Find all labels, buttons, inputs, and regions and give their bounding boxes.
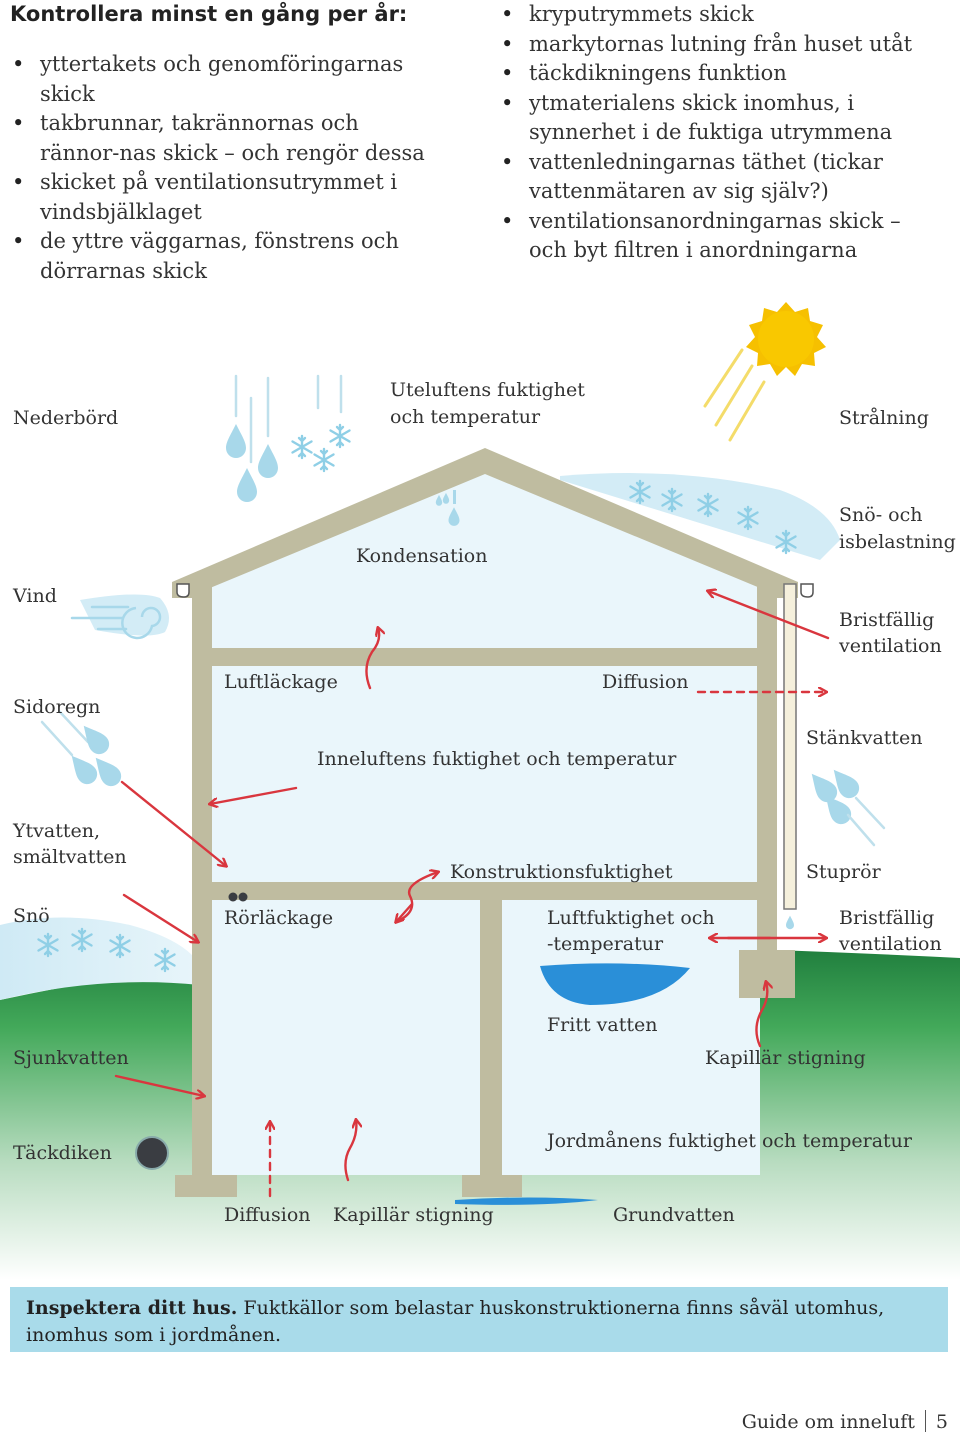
label-ytvatten-2: smältvatten — [13, 846, 127, 868]
label-bristfallig-top-2: ventilation — [838, 635, 942, 657]
caption-text: Fuktkällor som belastar huskonstruktione… — [26, 1297, 885, 1346]
caption: Inspektera ditt hus. Fuktkällor som bela… — [26, 1295, 926, 1349]
side-rain-left — [40, 710, 126, 791]
roof-snow — [560, 473, 840, 560]
label-uteluft-2: och temperatur — [390, 406, 541, 428]
label-sno-is-1: Snö- och — [839, 504, 922, 526]
caption-lead: Inspektera ditt hus. — [26, 1297, 238, 1319]
checklist-left: yttertakets och genomföringarnas skick t… — [10, 50, 440, 286]
arrow-kapillar-bottom — [344, 1120, 356, 1182]
label-sidoregn: Sidoregn — [13, 696, 100, 718]
label-kapillar-bottom: Kapillär stigning — [333, 1204, 494, 1226]
wind-swirl-icon — [70, 594, 169, 640]
downpipe — [783, 583, 797, 910]
arrow-sidoregn — [120, 780, 226, 866]
list-item: ytmaterialens skick inomhus, i synnerhet… — [499, 89, 939, 148]
gutter-left — [176, 583, 190, 598]
arrow-konstruktion — [394, 872, 438, 924]
label-fritt-vatten: Fritt vatten — [547, 1014, 657, 1036]
snowflake-icon — [291, 434, 313, 460]
drain-pipe-icon — [135, 1136, 169, 1170]
list-item: ventilationsanordningarnas skick – och b… — [499, 207, 939, 266]
footer-title: Guide om inneluft — [741, 1411, 915, 1433]
arrow-bristfallig-top — [708, 591, 830, 640]
list-item: täckdikningens funktion — [499, 59, 939, 89]
label-stralning: Strålning — [839, 407, 929, 429]
label-stankvatten: Stänkvatten — [806, 727, 923, 749]
gutter-right — [800, 583, 814, 598]
label-ytvatten-1: Ytvatten, — [12, 820, 100, 842]
rain-streaks — [234, 374, 343, 464]
rain-drop-icon — [226, 424, 246, 458]
label-uteluft-1: Uteluftens fuktighet — [390, 379, 585, 401]
list-item: skicket på ventilationsutrymmet i vindsb… — [10, 168, 440, 227]
snowflake-icon — [313, 447, 335, 473]
page-number: 5 — [935, 1411, 948, 1433]
sun-icon — [703, 302, 826, 442]
list-item: yttertakets och genomföringarnas skick — [10, 50, 440, 109]
label-tackdiken: Täckdiken — [13, 1142, 112, 1164]
moisture-house-diagram: Nederbörd Uteluftens fuktighet och tempe… — [0, 302, 960, 1280]
moisture-arrows — [114, 591, 830, 1198]
label-kondensation: Kondensation — [356, 545, 487, 567]
condensation-drops — [435, 490, 460, 526]
page-footer: Guide om inneluft 5 — [742, 1410, 948, 1433]
checklist-right: kryputrymmets skick markytornas lutning … — [499, 0, 939, 266]
label-bristfallig-top-1: Bristfällig — [839, 609, 934, 631]
snowflake-icon — [329, 423, 351, 449]
rain-drop-icon — [786, 915, 794, 930]
label-vind: Vind — [12, 585, 57, 607]
arrow-sno — [122, 893, 198, 942]
footer-separator — [924, 1410, 926, 1432]
groundwater — [455, 1197, 598, 1205]
label-bristfallig-bot-1: Bristfällig — [839, 907, 934, 929]
list-item: de yttre väggarnas, fönstrens och dörrar… — [10, 227, 440, 286]
label-jordmanen: Jordmånens fuktighet och temperatur — [545, 1130, 913, 1152]
arrow-konstruktion-back — [396, 902, 414, 922]
arrow-kondensation — [365, 628, 379, 690]
label-nederbord: Nederbörd — [13, 407, 118, 429]
label-bristfallig-bot-2: ventilation — [838, 933, 942, 955]
caption-box: Inspektera ditt hus. Fuktkällor som bela… — [10, 1287, 948, 1352]
label-konstruktion: Konstruktionsfuktighet — [450, 861, 673, 883]
arrow-kapillar-right — [755, 982, 767, 1048]
label-diffusion-top: Diffusion — [602, 671, 689, 693]
label-inneluft: Inneluftens fuktighet och temperatur — [317, 748, 677, 770]
label-stupror: Stuprör — [806, 861, 882, 883]
label-kapillar-right: Kapillär stigning — [705, 1047, 866, 1069]
pipe-leak-icon — [238, 892, 248, 902]
pipe-leak-icon — [228, 892, 238, 902]
arrow-sjunkvatten — [114, 1074, 204, 1096]
rain-drop-icon — [258, 444, 278, 478]
label-sjunkvatten: Sjunkvatten — [13, 1047, 129, 1069]
label-luftfukt-2: -temperatur — [547, 933, 664, 955]
rain-drop-icon — [237, 468, 257, 502]
label-diffusion-bottom: Diffusion — [224, 1204, 311, 1226]
water-puddle — [540, 963, 690, 1005]
house-frame — [172, 448, 798, 1197]
list-item: kryputrymmets skick — [499, 0, 939, 30]
label-luftlackage: Luftläckage — [224, 671, 338, 693]
label-sno: Snö — [13, 905, 50, 927]
label-rorlackage: Rörläckage — [224, 907, 333, 929]
checklist-heading: Kontrollera minst en gång per år: — [10, 2, 408, 26]
list-item: markytornas lutning från huset utåt — [499, 30, 939, 60]
arrow-luftlackage — [210, 786, 298, 804]
list-item: takbrunnar, takrännornas och rännor-nas … — [10, 109, 440, 168]
label-sno-is-2: isbelastning — [839, 531, 956, 553]
label-luftfukt-1: Luftfuktighet och — [547, 907, 715, 929]
splash-water-right — [804, 763, 886, 847]
label-grundvatten: Grundvatten — [613, 1204, 735, 1226]
list-item: vattenledningarnas täthet (tickar vatten… — [499, 148, 939, 207]
